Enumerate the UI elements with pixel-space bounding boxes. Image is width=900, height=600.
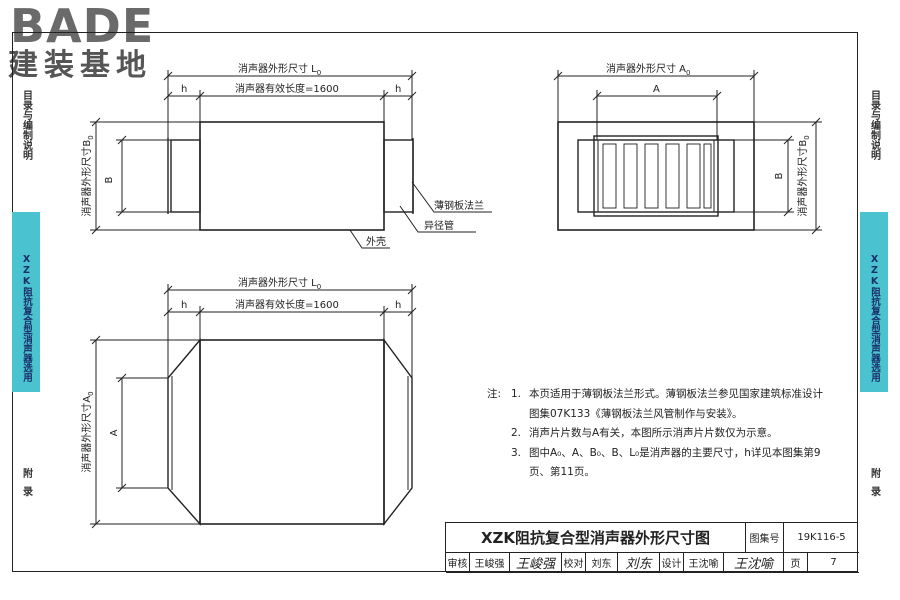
side-tab-right-contents[interactable]: 目录与编制说明 [860,80,888,210]
notes: 注: 1. 本页适用于薄钢板法兰形式。薄钢板法兰参见国家建筑标准设计图集07K1… [487,385,827,483]
side-tab-label: 附录 [20,468,32,504]
dim-label-effective: 消声器有效长度=1600 [235,298,339,311]
atlas-number: 19K116-5 [784,523,859,553]
check-signature: 刘东 [618,553,660,573]
note-item: 2. 消声片片数与A有关，本图所示消声片片数仅为示意。 [511,427,778,439]
drawing-title: XZK阻抗复合型消声器外形尺寸图 [446,523,746,553]
side-tab-left-appendix[interactable]: 附录 [12,460,40,520]
review-label: 审核 [446,553,470,573]
side-tab-label: 目录与编制说明 [868,90,880,160]
design-label: 设计 [660,553,684,573]
label-reducer: 异径管 [424,219,454,232]
dim-label-B: B [774,172,785,179]
logo-subtitle: 建装基地 [8,48,152,83]
check-label: 校对 [562,553,586,573]
dim-label-A: A [109,429,120,436]
note-item: 3. 图中A₀、A、B₀、B、L₀是消声器的主要尺寸，h详见本图集第9页、第11… [511,446,821,479]
dim-label-h: h [395,84,401,95]
dim-label-effective: 消声器有效长度=1600 [235,82,339,95]
dim-label-h: h [395,300,401,311]
dim-label-L0: 消声器外形尺寸 L0 [238,276,321,291]
dim-label-A0: 消声器外形尺寸 A0 [606,62,691,77]
dim-label-h: h [181,84,187,95]
page-number: 7 [808,553,859,573]
side-tab-left-contents[interactable]: 目录与编制说明 [12,80,40,210]
atlas-label: 图集号 [746,523,784,553]
review-signature: 王峻强 [510,553,562,573]
label-shell: 外壳 [366,235,386,248]
side-tab-label: XZK阻抗复合型消声器选用 [869,254,880,382]
logo-brand: BADE [10,0,155,53]
side-tab-label: 目录与编制说明 [20,90,32,160]
page-label: 页 [784,553,808,573]
title-block: XZK阻抗复合型消声器外形尺寸图 图集号 19K116-5 审核 王峻强 王峻强… [445,522,859,573]
dim-label-B0: 消声器外形尺寸B0 [796,135,811,216]
design-name: 王沈喻 [684,553,724,573]
side-tab-label: 附录 [868,468,880,504]
label-flange: 薄钢板法兰 [434,199,484,212]
side-tab-right-selection[interactable]: XZK阻抗复合型消声器选用 [860,212,888,392]
dim-label-h: h [181,300,187,311]
view-side-elevation [90,70,492,249]
side-tab-left-selection[interactable]: XZK阻抗复合型消声器选用 [12,212,40,392]
view-plan [90,284,417,529]
dim-label-B: B [104,176,115,183]
notes-label: 注: [487,388,502,400]
dim-label-A: A [653,84,660,95]
note-item: 注: 1. 本页适用于薄钢板法兰形式。薄钢板法兰参见国家建筑标准设计图集07K1… [487,385,827,424]
view-end-elevation [553,70,822,235]
side-tab-right-appendix[interactable]: 附录 [860,460,888,520]
dim-label-B0: 消声器外形尺寸B0 [80,135,95,216]
dim-label-A0: 消声器外形尺寸A0 [80,391,95,472]
review-name: 王峻强 [470,553,510,573]
side-tab-label: XZK阻抗复合型消声器选用 [21,254,32,382]
dim-label-L0: 消声器外形尺寸 L0 [238,62,321,77]
check-name: 刘东 [586,553,618,573]
design-signature: 王沈喻 [724,553,784,573]
